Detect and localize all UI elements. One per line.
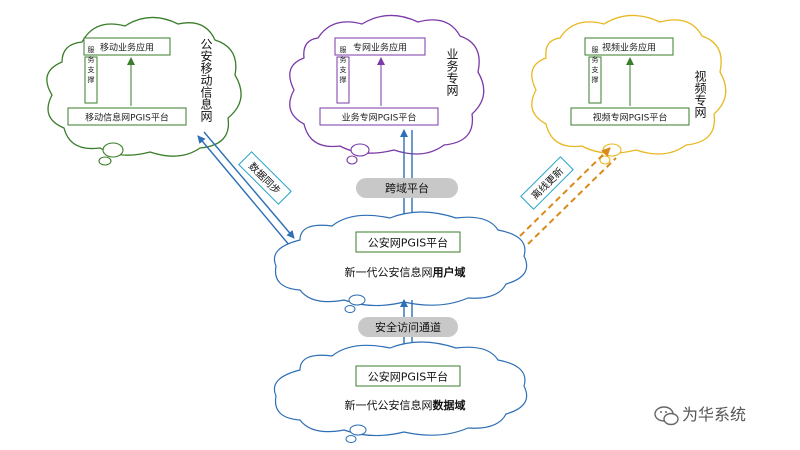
data-domain-caption-bold: 数据域 bbox=[433, 398, 466, 412]
cloud-tail-bubble bbox=[348, 294, 366, 306]
cloud-tail-bubble bbox=[344, 305, 356, 313]
special-platform-label: 业务专网PGIS平台 bbox=[342, 112, 417, 124]
user-domain-caption: 新一代公安信息网用户域 bbox=[345, 265, 466, 279]
mobile-support-box bbox=[84, 56, 98, 104]
mobile-app-label: 移动业务应用 bbox=[100, 42, 154, 54]
offline-update-arrow-up bbox=[519, 147, 611, 237]
data-domain-platform-box bbox=[355, 365, 461, 387]
cloud-tail-bubble bbox=[602, 143, 622, 157]
user-domain-caption-bold: 用户域 bbox=[433, 265, 466, 279]
special-platform-box bbox=[319, 107, 439, 126]
cloud-tail-bubble bbox=[345, 435, 357, 443]
video-net-title: 视频专网 bbox=[693, 69, 707, 118]
cloud-tail-bubble bbox=[102, 142, 124, 158]
offline-update-arrow-line bbox=[527, 157, 617, 245]
video-support-label: 服务支撑 bbox=[591, 46, 599, 86]
mobile-app-box bbox=[83, 37, 171, 56]
mobile-net-title: 公安移动信息网 bbox=[199, 38, 213, 122]
data-sync-arrow-up bbox=[197, 135, 291, 247]
user-domain-platform-label: 公安网PGIS平台 bbox=[368, 236, 448, 250]
cloud-tail-bubble bbox=[350, 143, 370, 157]
secure-channel-label: 安全访问通道 bbox=[375, 320, 441, 334]
data-domain-caption-prefix: 新一代公安信息网 bbox=[345, 398, 433, 412]
cloud-tail-bubble bbox=[346, 155, 358, 165]
video-platform-box bbox=[570, 107, 690, 126]
cloud-tail-bubble bbox=[98, 156, 112, 166]
data-domain-platform-label: 公安网PGIS平台 bbox=[368, 370, 448, 384]
special-app-box bbox=[334, 37, 426, 56]
video-app-box bbox=[584, 37, 674, 56]
wechat-icon bbox=[654, 406, 679, 426]
mobile-support-label: 服务支撑 bbox=[87, 46, 95, 86]
mobile-platform-label: 移动信息网PGIS平台 bbox=[85, 112, 169, 124]
data-sync-arrow-down bbox=[203, 131, 295, 239]
data-sync-badge: 数据同步 bbox=[238, 151, 292, 205]
video-support-box bbox=[588, 56, 602, 104]
video-app-label: 视频业务应用 bbox=[602, 42, 656, 54]
special-net-title: 业务专网 bbox=[445, 48, 459, 96]
cross-domain-label: 跨域平台 bbox=[385, 181, 429, 195]
special-app-label: 专网业务应用 bbox=[353, 42, 407, 54]
mobile-platform-box bbox=[67, 107, 187, 126]
data-domain-cloud bbox=[273, 341, 528, 443]
user-domain-platform-box bbox=[355, 231, 461, 253]
special-support-box bbox=[336, 56, 350, 104]
cloud-tail-bubble bbox=[349, 424, 367, 436]
user-domain-cloud bbox=[273, 211, 528, 313]
watermark-text: 为华系统 bbox=[682, 405, 746, 424]
user-domain-caption-prefix: 新一代公安信息网 bbox=[345, 265, 433, 279]
secure-channel-pill bbox=[358, 317, 458, 337]
special-support-label: 服务支撑 bbox=[339, 46, 347, 86]
cross-domain-pill bbox=[356, 178, 458, 198]
video-platform-label: 视频专网PGIS平台 bbox=[593, 112, 668, 124]
data-domain-caption: 新一代公安信息网数据域 bbox=[345, 398, 466, 412]
offline-update-badge: 离线更新 bbox=[520, 156, 574, 210]
